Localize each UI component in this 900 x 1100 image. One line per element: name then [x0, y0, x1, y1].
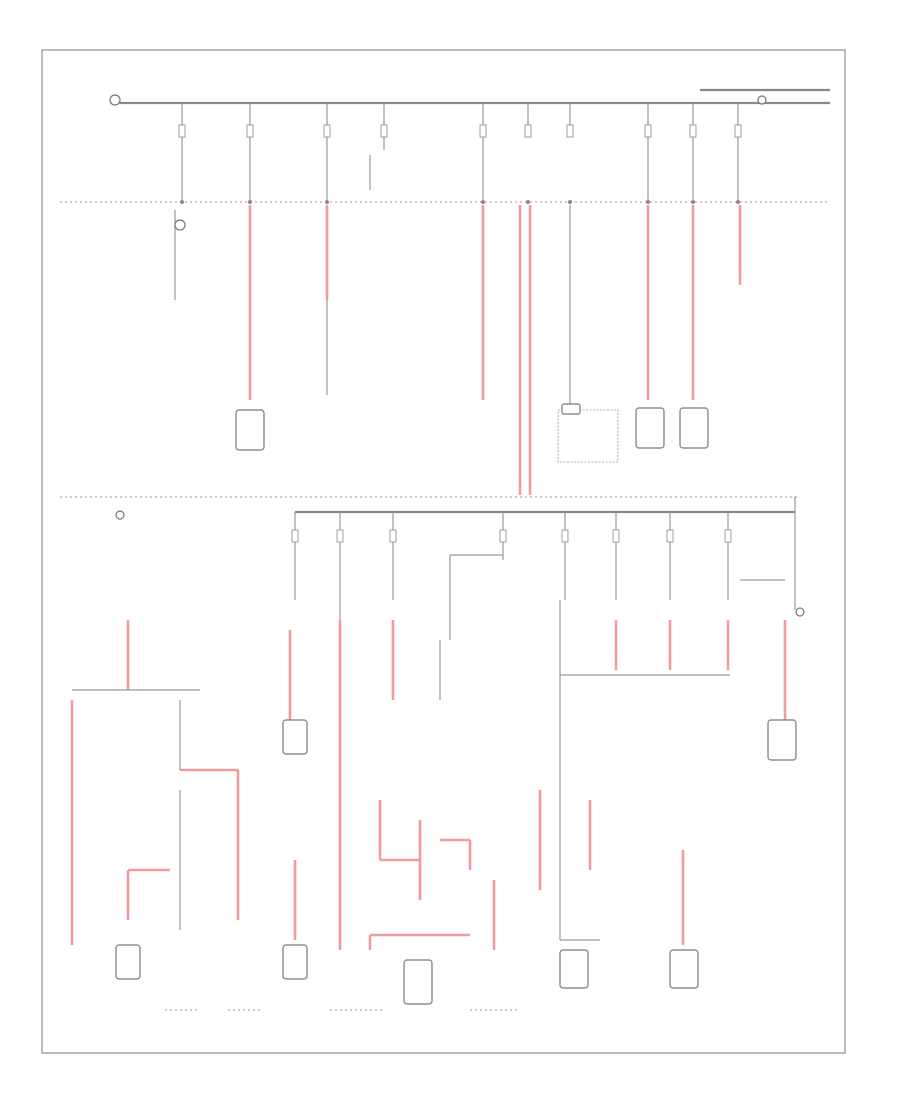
lower-left-connector — [115, 510, 125, 520]
lower-fuse-symbols — [291, 529, 732, 543]
lower-components — [115, 719, 797, 1005]
component-module-2 — [635, 407, 665, 449]
lower-right-connector — [795, 607, 805, 617]
lower-power-wires — [70, 620, 787, 950]
bus-end-connector — [757, 95, 767, 105]
middle-gray-wires — [326, 205, 571, 460]
lower-fuse-drops — [294, 512, 785, 640]
control-module-box — [557, 409, 619, 463]
middle-power-wires — [248, 205, 742, 495]
top-fuse-symbols — [178, 124, 742, 138]
diagram-frame — [41, 49, 846, 1054]
top-fuse-drops — [181, 103, 739, 200]
component-module-1 — [235, 409, 265, 451]
component-module-3 — [679, 407, 709, 449]
top-divider-connectors — [180, 200, 740, 204]
ground-connector — [174, 219, 186, 231]
bus-source-connector — [109, 94, 121, 106]
lower-gray-wires — [72, 600, 730, 941]
control-module-inner — [561, 403, 581, 415]
